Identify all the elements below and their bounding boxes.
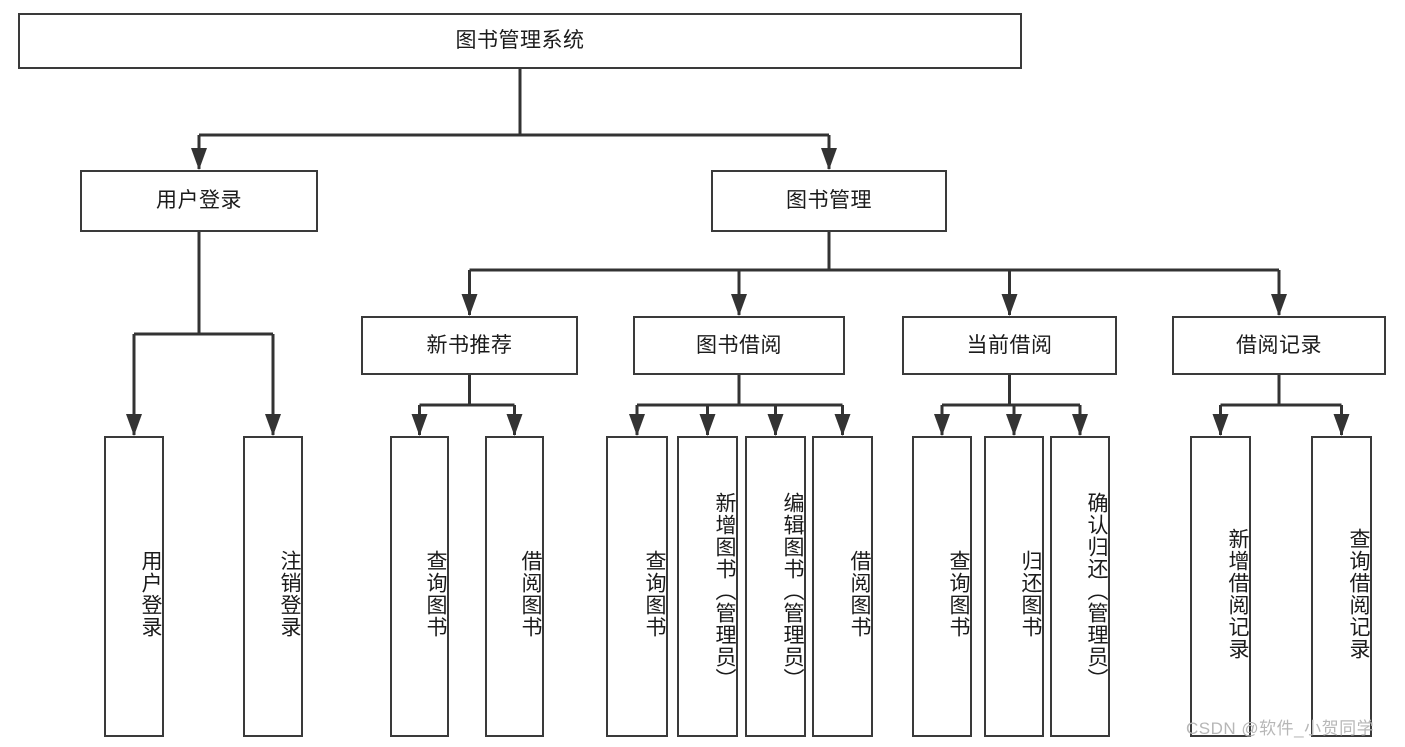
- node-leaf-query-book-1-label: 查询图书: [424, 549, 447, 638]
- node-leaf-query-book-3[interactable]: 查询图书: [912, 436, 972, 737]
- node-leaf-borrow-book-1[interactable]: 借阅图书: [485, 436, 544, 737]
- node-leaf-user-login-label: 用户登录: [139, 549, 162, 638]
- node-leaf-query-book-3-label: 查询图书: [947, 549, 970, 638]
- node-leaf-edit-book[interactable]: 编辑图书（管理员）: [745, 436, 806, 737]
- node-leaf-borrow-book-2-label: 借阅图书: [848, 549, 871, 638]
- node-root-label: 图书管理系统: [455, 29, 585, 53]
- node-new-book-rec[interactable]: 新书推荐: [361, 316, 578, 375]
- node-current-borrow[interactable]: 当前借阅: [902, 316, 1117, 375]
- node-leaf-logout[interactable]: 注销登录: [243, 436, 303, 737]
- node-leaf-add-book-label: 新增图书（管理员）: [713, 491, 736, 690]
- node-book-borrow[interactable]: 图书借阅: [633, 316, 845, 375]
- node-leaf-borrow-book-1-label: 借阅图书: [519, 549, 542, 638]
- node-borrow-record-label: 借阅记录: [1236, 333, 1322, 357]
- node-leaf-logout-label: 注销登录: [278, 549, 301, 638]
- node-leaf-add-record[interactable]: 新增借阅记录: [1190, 436, 1251, 737]
- node-new-book-rec-label: 新书推荐: [426, 333, 513, 357]
- node-current-borrow-label: 当前借阅: [966, 333, 1053, 357]
- node-leaf-add-record-label: 新增借阅记录: [1226, 527, 1249, 660]
- node-borrow-record[interactable]: 借阅记录: [1172, 316, 1386, 375]
- node-user-login-label: 用户登录: [156, 189, 242, 213]
- node-book-manage-label: 图书管理: [786, 189, 872, 213]
- node-root[interactable]: 图书管理系统: [18, 13, 1022, 69]
- node-leaf-query-record-label: 查询借阅记录: [1347, 527, 1370, 660]
- node-leaf-return-book-label: 归还图书: [1019, 549, 1042, 638]
- node-leaf-add-book[interactable]: 新增图书（管理员）: [677, 436, 738, 737]
- node-leaf-query-record[interactable]: 查询借阅记录: [1311, 436, 1372, 737]
- watermark-text: CSDN @软件_小贺同学: [1186, 719, 1375, 738]
- node-leaf-return-book[interactable]: 归还图书: [984, 436, 1044, 737]
- node-leaf-confirm-return-label: 确认归还（管理员）: [1085, 491, 1108, 690]
- node-leaf-borrow-book-2[interactable]: 借阅图书: [812, 436, 873, 737]
- node-leaf-query-book-1[interactable]: 查询图书: [390, 436, 449, 737]
- node-leaf-edit-book-label: 编辑图书（管理员）: [781, 491, 804, 690]
- node-book-borrow-label: 图书借阅: [696, 333, 782, 357]
- node-leaf-user-login[interactable]: 用户登录: [104, 436, 164, 737]
- node-leaf-query-book-2[interactable]: 查询图书: [606, 436, 668, 737]
- node-book-manage[interactable]: 图书管理: [711, 170, 947, 232]
- node-user-login[interactable]: 用户登录: [80, 170, 318, 232]
- node-leaf-confirm-return[interactable]: 确认归还（管理员）: [1050, 436, 1110, 737]
- node-leaf-query-book-2-label: 查询图书: [643, 549, 666, 638]
